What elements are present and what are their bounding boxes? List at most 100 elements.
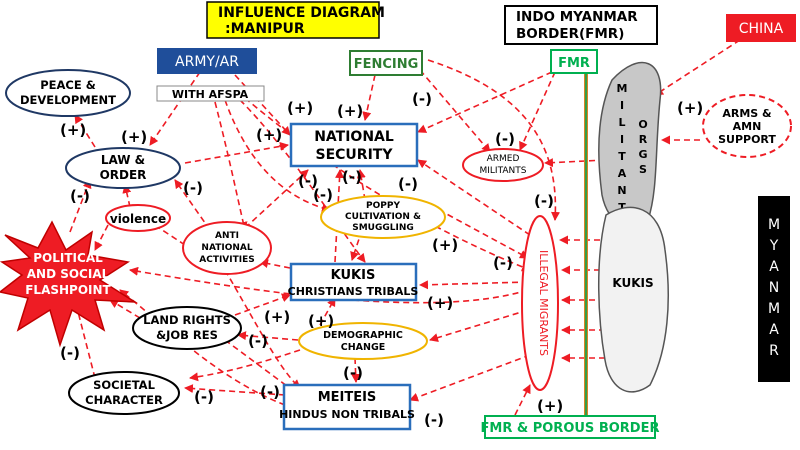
arrow-army-to-law — [149, 71, 201, 146]
fmr-box: FMR — [550, 49, 598, 74]
armed-militants-node: ARMED MILITANTS — [462, 148, 544, 182]
societal-line2: CHARACTER — [85, 393, 163, 407]
arrow-meiteis-to-societal — [184, 384, 286, 396]
militant-letter: I — [620, 133, 624, 146]
peace-node: PEACE & DEVELOPMENT — [5, 69, 131, 117]
arrow-fencing-to-illegal — [427, 59, 560, 221]
orgs-letter: G — [638, 148, 647, 161]
sign-minus: (-) — [194, 388, 214, 406]
kukis-tribals-node: KUKIS CHRISTIANS TRIBALS — [288, 262, 419, 302]
myanmar-letter: N — [769, 280, 779, 296]
arrow-demo-to-meiteis — [351, 357, 361, 383]
arrow-army-to-security — [234, 74, 291, 136]
polarity-signs: (+) (+) (+) (+) (+) (+) (+) (+) (+) (+) … — [60, 90, 703, 429]
sign-minus: (-) — [248, 332, 268, 350]
army-box: ARMY/AR — [157, 48, 257, 74]
sign-minus: (-) — [298, 172, 318, 190]
militant-letter: A — [618, 167, 627, 180]
arrow-poppy-to-illegal — [429, 204, 529, 259]
fmr-porous-box: FMR & POROUS BORDER — [481, 415, 660, 439]
myanmar-letter: M — [768, 301, 780, 317]
demo-line2: CHANGE — [341, 342, 386, 353]
anti-line1: ANTI — [215, 231, 239, 241]
militant-letter: N — [617, 184, 626, 197]
demographic-node: DEMOGRAPHIC CHANGE — [298, 322, 428, 360]
myanmar-letter: M — [768, 217, 780, 233]
militant-letter: M — [617, 82, 628, 95]
arrow-kukis-to-security — [334, 169, 345, 263]
sign-plus: (+) — [308, 312, 334, 330]
anti-line3: ACTIVITIES — [199, 255, 255, 265]
myanmar-letter: Y — [769, 238, 779, 254]
sign-minus: (-) — [60, 344, 80, 362]
meiteis-line1: MEITEIS — [318, 390, 377, 405]
illegal-migrants-label: ILLEGAL MIGRANTS — [537, 250, 550, 356]
arrow-fmr-to-armed — [519, 71, 556, 151]
societal-node: SOCIETAL CHARACTER — [68, 371, 180, 415]
poppy-line2: CULTIVATION & — [345, 212, 421, 222]
orgs-letter: O — [638, 118, 647, 131]
china-label: CHINA — [739, 21, 784, 37]
law-line1: LAW & — [101, 153, 145, 167]
militant-orgs-shape — [598, 61, 662, 228]
kukis-box-line2: CHRISTIANS TRIBALS — [288, 285, 419, 298]
national-security-node: NATIONAL SECURITY — [289, 122, 419, 168]
sign-plus: (+) — [287, 99, 313, 117]
law-line2: ORDER — [100, 168, 147, 182]
sign-minus: (-) — [412, 90, 432, 108]
arrow-illegal-to-meiteis — [409, 354, 531, 402]
peace-line2: DEVELOPMENT — [20, 93, 116, 107]
arms-line1: ARMS & — [722, 107, 772, 120]
security-line1: NATIONAL — [314, 129, 394, 145]
fencing-box: FENCING — [349, 50, 423, 76]
fencing-label: FENCING — [354, 57, 419, 72]
fmr-porous-label: FMR & POROUS BORDER — [481, 421, 660, 436]
sign-plus: (+) — [427, 294, 453, 312]
arrow-afspa-to-kukis — [239, 99, 366, 263]
sign-plus: (+) — [60, 121, 86, 139]
myanmar-letter: A — [769, 259, 779, 275]
orgs-letter: R — [639, 133, 648, 146]
arrow-law-to-peace — [74, 114, 96, 148]
demo-line1: DEMOGRAPHIC — [323, 330, 403, 341]
violence-node: violence — [105, 204, 171, 232]
arrow-anti-to-security — [244, 169, 309, 229]
flashpoint-line3: FLASHPOINT — [25, 283, 111, 297]
afspa-box: WITH AFSPA — [156, 85, 265, 102]
militant-letter: I — [620, 99, 624, 112]
arrow-china-to-militant — [654, 39, 741, 96]
arms-line2: AMN — [733, 120, 762, 133]
flashpoint-node: POLITICAL AND SOCIAL FLASHPOINT — [0, 220, 138, 348]
illegal-migrants-node: ILLEGAL MIGRANTS — [521, 215, 559, 391]
arrow-illegal-to-security — [417, 159, 531, 236]
arrow-illegal-to-kukis — [419, 280, 529, 290]
kukis-region: KUKIS — [597, 206, 669, 393]
arrow-demo-to-land — [237, 331, 299, 341]
anti-national-node: ANTI NATIONAL ACTIVITIES — [182, 221, 272, 275]
sign-minus: (-) — [424, 411, 444, 429]
meiteis-node: MEITEIS HINDUS NON TRIBALS — [279, 383, 415, 431]
arrow-land-to-meiteis — [224, 339, 296, 393]
militant-letter: L — [618, 116, 625, 129]
title-line2: :MANIPUR — [225, 21, 305, 37]
kukis-region-label: KUKIS — [612, 276, 653, 290]
flashpoint-starburst — [0, 220, 138, 348]
sign-minus: (-) — [260, 383, 280, 401]
sign-plus: (+) — [677, 99, 703, 117]
sign-plus: (+) — [432, 236, 458, 254]
land-rights-node: LAND RIGHTS &JOB RES — [132, 306, 242, 350]
sign-plus: (+) — [121, 128, 147, 146]
arrow-violence-to-law — [122, 184, 132, 208]
sign-minus: (-) — [398, 175, 418, 193]
border-label-box: INDO MYANMAR BORDER(FMR) — [504, 5, 658, 45]
flashpoint-line2: AND SOCIAL — [27, 267, 110, 281]
land-line2: &JOB RES — [156, 328, 218, 342]
arms-line3: SUPPORT — [718, 133, 776, 146]
arrow-violence-to-flash — [94, 224, 109, 251]
arrow-meiteis-to-flash — [119, 289, 286, 406]
sign-plus: (+) — [337, 102, 363, 120]
arrow-fmr-to-security — [417, 71, 553, 133]
